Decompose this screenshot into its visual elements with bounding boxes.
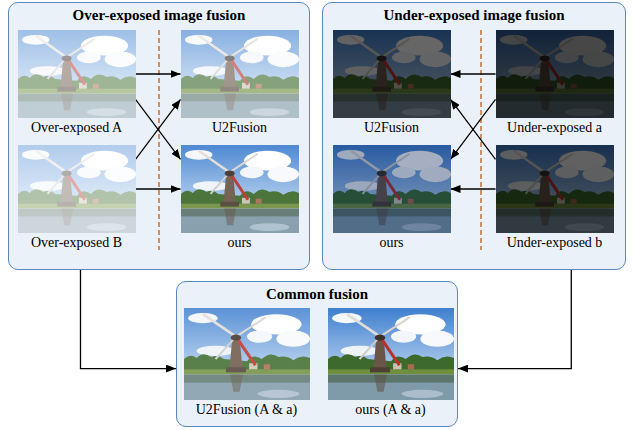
- image-tile: U2Fusion: [333, 30, 451, 136]
- photo: [333, 145, 451, 233]
- image-caption: ours: [333, 235, 451, 251]
- image-caption: ours (A & a): [328, 402, 454, 418]
- image-tile: Under-exposed a: [496, 30, 614, 136]
- group-panel: Under-exposed image fusionU2FusionUnder-…: [322, 2, 626, 270]
- photo: [18, 30, 136, 118]
- photo-scene: [333, 145, 451, 233]
- image-tile: U2Fusion (A & a): [184, 308, 310, 418]
- photo-scene: [496, 30, 614, 118]
- photo: [184, 308, 310, 400]
- exposure-overlay: [496, 30, 614, 118]
- photo: [181, 145, 299, 233]
- image-caption: U2Fusion: [181, 120, 299, 136]
- dashed-separator: [158, 30, 159, 250]
- separator-group: [159, 30, 481, 250]
- arrow-connector: [136, 188, 181, 189]
- exposure-overlay: [333, 30, 451, 118]
- photo: [18, 145, 136, 233]
- arrow-connector: [136, 99, 181, 159]
- arrow-connector: [80, 270, 176, 369]
- photo: [181, 30, 299, 118]
- image-caption: Under-exposed a: [496, 120, 614, 136]
- photo-scene: [333, 30, 451, 118]
- photo-scene: [18, 30, 136, 118]
- arrow-connector: [458, 270, 571, 369]
- photo: [328, 308, 454, 400]
- photo: [333, 30, 451, 118]
- panel-fill: [176, 281, 458, 427]
- arrow-connector: [451, 188, 496, 189]
- exposure-overlay: [181, 145, 299, 233]
- panel-title: Under-exposed image fusion: [323, 3, 625, 24]
- arrow-connector: [451, 99, 496, 159]
- photo-scene: [328, 308, 454, 400]
- arrow-connector: [136, 99, 181, 159]
- panel-title: Over-exposed image fusion: [9, 3, 309, 24]
- exposure-overlay: [184, 308, 310, 400]
- photo: [496, 145, 614, 233]
- image-caption: Over-exposed B: [18, 235, 136, 251]
- image-caption: Under-exposed b: [496, 235, 614, 251]
- panel-fill: [322, 2, 626, 270]
- exposure-overlay: [18, 145, 136, 233]
- photo: [496, 30, 614, 118]
- image-caption: Over-exposed A: [18, 120, 136, 136]
- photo-scene: [496, 145, 614, 233]
- photo-scene: [18, 145, 136, 233]
- group-panel: Common fusionU2Fusion (A & a) ours (A & a…: [176, 281, 458, 427]
- image-tile: Over-exposed B: [18, 145, 136, 251]
- arrow-connector: [451, 99, 496, 159]
- group-panel: Over-exposed image fusionOver-exposed A U…: [8, 2, 310, 270]
- image-tile: ours: [181, 145, 299, 251]
- photo-scene: [181, 30, 299, 118]
- panel-fill-group: [8, 2, 626, 427]
- image-tile: U2Fusion: [181, 30, 299, 136]
- exposure-overlay: [181, 30, 299, 118]
- image-tile: ours (A & a): [328, 308, 454, 418]
- exposure-overlay: [18, 30, 136, 118]
- exposure-overlay: [496, 145, 614, 233]
- arrow-connector: [136, 73, 181, 74]
- image-caption: ours: [181, 235, 299, 251]
- panel-title: Common fusion: [177, 282, 457, 303]
- image-tile: Under-exposed b: [496, 145, 614, 251]
- arrow-connector: [451, 73, 496, 74]
- exposure-overlay: [333, 145, 451, 233]
- photo-scene: [181, 145, 299, 233]
- image-caption: U2Fusion: [333, 120, 451, 136]
- photo-scene: [184, 308, 310, 400]
- panel-fill: [8, 2, 310, 270]
- image-caption: U2Fusion (A & a): [184, 402, 310, 418]
- image-tile: ours: [333, 145, 451, 251]
- image-tile: Over-exposed A: [18, 30, 136, 136]
